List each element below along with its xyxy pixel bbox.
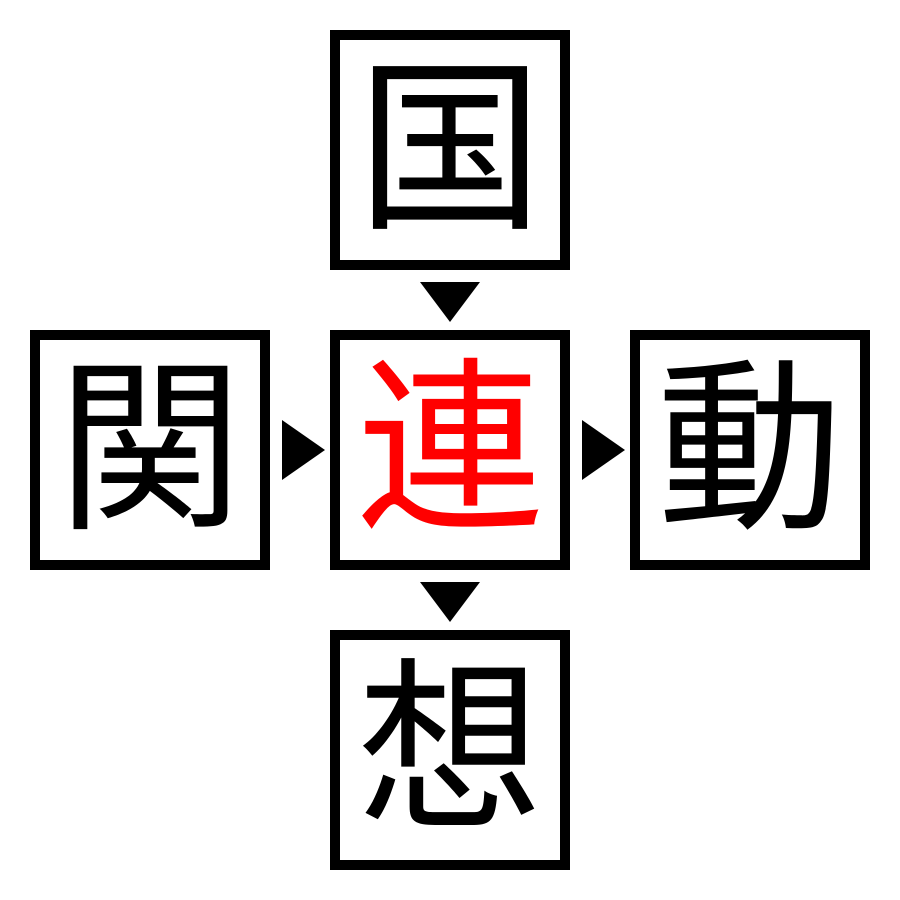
- left-kanji-box: 関: [30, 330, 270, 570]
- bottom-kanji: 想: [356, 641, 543, 858]
- center-kanji-box: 連: [330, 330, 570, 570]
- down-arrow-icon: [420, 582, 480, 622]
- right-arrow-icon: [282, 420, 325, 480]
- top-kanji-box: 国: [330, 30, 570, 270]
- left-kanji: 関: [56, 341, 243, 558]
- down-arrow-icon: [420, 282, 480, 322]
- right-arrow-icon: [582, 420, 625, 480]
- right-kanji: 動: [656, 341, 843, 558]
- bottom-kanji-box: 想: [330, 630, 570, 870]
- center-kanji: 連: [356, 341, 543, 558]
- top-kanji: 国: [356, 41, 543, 258]
- right-kanji-box: 動: [630, 330, 870, 570]
